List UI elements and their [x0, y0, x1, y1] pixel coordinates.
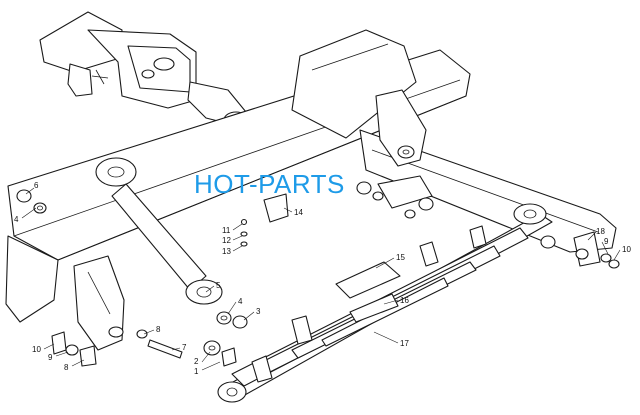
- callout-10: 10: [622, 245, 631, 254]
- callout-5: 5: [216, 281, 221, 290]
- callout-11: 11: [222, 226, 231, 235]
- callout-7: 7: [182, 343, 187, 352]
- callout-12: 12: [222, 236, 231, 245]
- bump-stop: [263, 193, 289, 223]
- leader-lines: [21, 187, 621, 371]
- callout-18: 18: [596, 227, 605, 236]
- callout-9b: 9: [48, 353, 53, 362]
- callout-4: 4: [14, 215, 19, 224]
- shackle-assembly: [356, 175, 434, 219]
- fastener-stack: [240, 218, 248, 247]
- axle-housing: [39, 11, 249, 129]
- callouts: 6 4 14 11 12 13 15 16 17 18 9 10 5 4 3 8…: [14, 181, 631, 376]
- rear-spring-hanger: [375, 89, 427, 167]
- spring-clips: [251, 225, 487, 383]
- callout-17: 17: [400, 339, 409, 348]
- front-spring-hanger: [73, 255, 125, 351]
- callout-4b: 4: [238, 297, 243, 306]
- callout-8: 8: [156, 325, 161, 334]
- callout-16: 16: [400, 296, 409, 305]
- callout-13: 13: [222, 247, 231, 256]
- callout-3: 3: [256, 307, 261, 316]
- callout-1: 1: [194, 367, 199, 376]
- callout-9: 9: [604, 237, 609, 246]
- left-lower-fasteners: [51, 331, 97, 367]
- center-lower-fasteners: [136, 311, 248, 367]
- callout-14: 14: [294, 208, 303, 217]
- callout-2: 2: [194, 357, 199, 366]
- callout-8b: 8: [64, 363, 69, 372]
- callout-10b: 10: [32, 345, 41, 354]
- shock-absorber: [95, 157, 223, 305]
- callout-6: 6: [34, 181, 39, 190]
- callout-15: 15: [396, 253, 405, 262]
- watermark-text: HOT-PARTS: [194, 169, 345, 199]
- spring-center-seat: [335, 261, 401, 323]
